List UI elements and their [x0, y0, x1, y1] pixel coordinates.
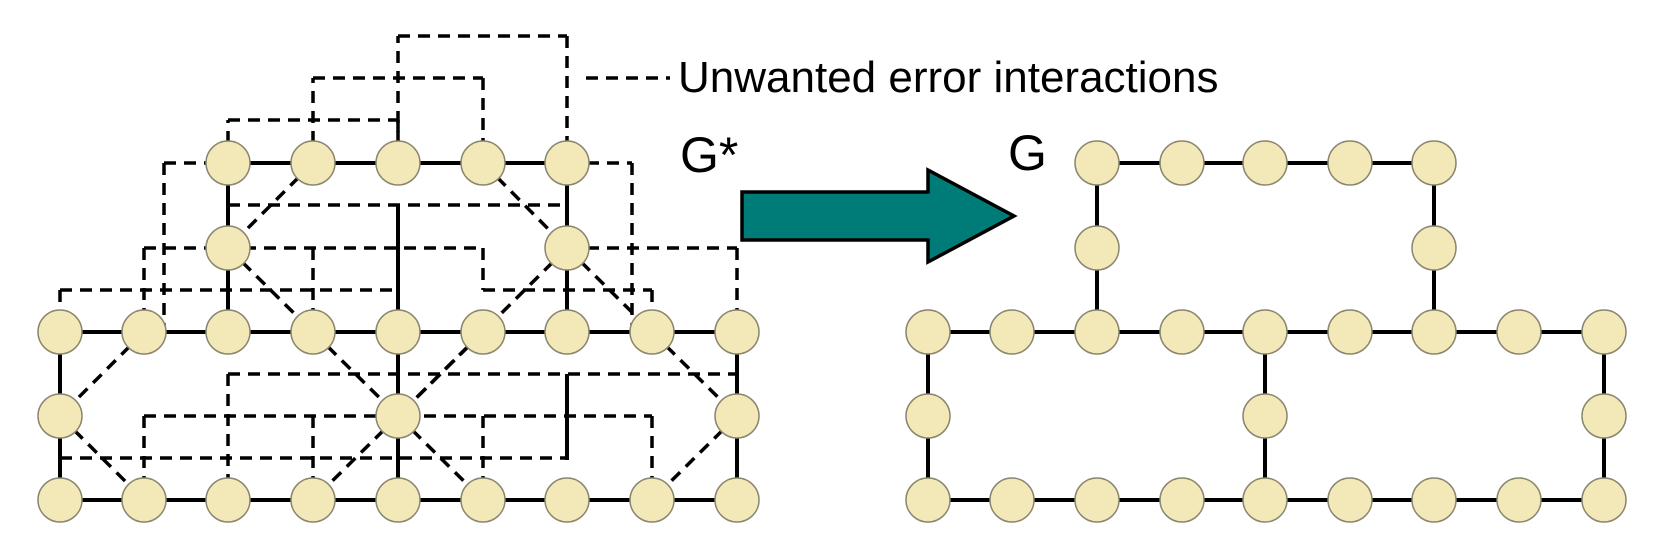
qubit-node [1411, 225, 1457, 271]
qubit-node [1496, 477, 1542, 523]
qubit-node [1159, 309, 1205, 355]
right-arrow-icon [740, 167, 1018, 265]
left-graph-nodes [37, 140, 760, 523]
qubit-node [375, 309, 421, 355]
qubit-node [989, 477, 1035, 523]
qubit-node [205, 309, 251, 355]
qubit-node [1074, 477, 1120, 523]
qubit-node [1411, 140, 1457, 186]
qubit-node [714, 393, 760, 439]
g-label: G [1008, 125, 1047, 181]
qubit-node [1159, 140, 1205, 186]
qubit-node [1242, 393, 1288, 439]
qubit-node [1581, 393, 1627, 439]
qubit-node [544, 140, 590, 186]
qubit-node [905, 477, 951, 523]
qubit-node [375, 477, 421, 523]
qubit-node [714, 477, 760, 523]
qubit-node [1074, 309, 1120, 355]
qubit-node [1496, 309, 1542, 355]
qubit-node [375, 140, 421, 186]
qubit-node [1242, 140, 1288, 186]
qubit-node [629, 477, 675, 523]
qubit-node [1581, 309, 1627, 355]
qubit-node [205, 225, 251, 271]
qubit-node [290, 140, 336, 186]
qubit-node [121, 309, 167, 355]
g-star-label: G* [680, 127, 738, 183]
qubit-node [37, 477, 83, 523]
qubit-node [714, 309, 760, 355]
qubit-node [1327, 140, 1373, 186]
qubit-node [460, 477, 506, 523]
qubit-node [1327, 477, 1373, 523]
qubit-node [37, 393, 83, 439]
qubit-node [1074, 225, 1120, 271]
qubit-node [1159, 477, 1205, 523]
qubit-node [905, 309, 951, 355]
qubit-node [205, 477, 251, 523]
qubit-node [1411, 477, 1457, 523]
qubit-node [1411, 309, 1457, 355]
qubit-node [1242, 309, 1288, 355]
qubit-node [205, 140, 251, 186]
qubit-node [1581, 477, 1627, 523]
qubit-node [1327, 309, 1373, 355]
qubit-node [544, 309, 590, 355]
qubit-node [37, 309, 83, 355]
qubit-node [460, 309, 506, 355]
qubit-node [375, 393, 421, 439]
right-graph-nodes [905, 140, 1627, 523]
qubit-node [989, 309, 1035, 355]
qubit-node [544, 225, 590, 271]
qubit-node [1242, 477, 1288, 523]
qubit-node [1074, 140, 1120, 186]
qubit-node [629, 309, 675, 355]
legend-label: Unwanted error interactions [678, 53, 1218, 102]
qubit-node [544, 477, 590, 523]
qubit-node [290, 477, 336, 523]
qubit-node [905, 393, 951, 439]
qubit-node [290, 309, 336, 355]
qubit-node [460, 140, 506, 186]
qubit-node [121, 477, 167, 523]
